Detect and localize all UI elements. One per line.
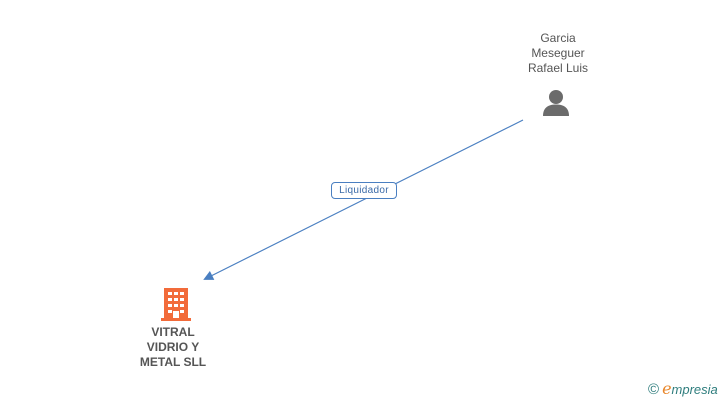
brand-watermark: ©empresia	[648, 379, 718, 399]
company-name-line-2: VIDRIO Y	[146, 340, 200, 354]
person-icon[interactable]	[541, 88, 571, 118]
brand-logo-initial: e	[662, 379, 672, 398]
person-name-line-3: Rafael Luis	[527, 61, 589, 75]
building-icon[interactable]	[160, 286, 192, 322]
person-name[interactable]: Garcia Meseguer Rafael Luis	[498, 31, 618, 76]
brand-logo-text: mpresia	[671, 382, 718, 397]
company-name-line-3: METAL SLL	[139, 355, 207, 369]
person-name-line-1: Garcia	[540, 31, 576, 45]
company-name-line-1: VITRAL	[151, 325, 195, 339]
relation-edge-line	[203, 119, 524, 280]
company-name[interactable]: VITRAL VIDRIO Y METAL SLL	[113, 325, 233, 370]
person-name-line-2: Meseguer	[531, 46, 585, 60]
relation-label[interactable]: Liquidador	[331, 182, 397, 199]
copyright-icon: ©	[648, 381, 660, 398]
